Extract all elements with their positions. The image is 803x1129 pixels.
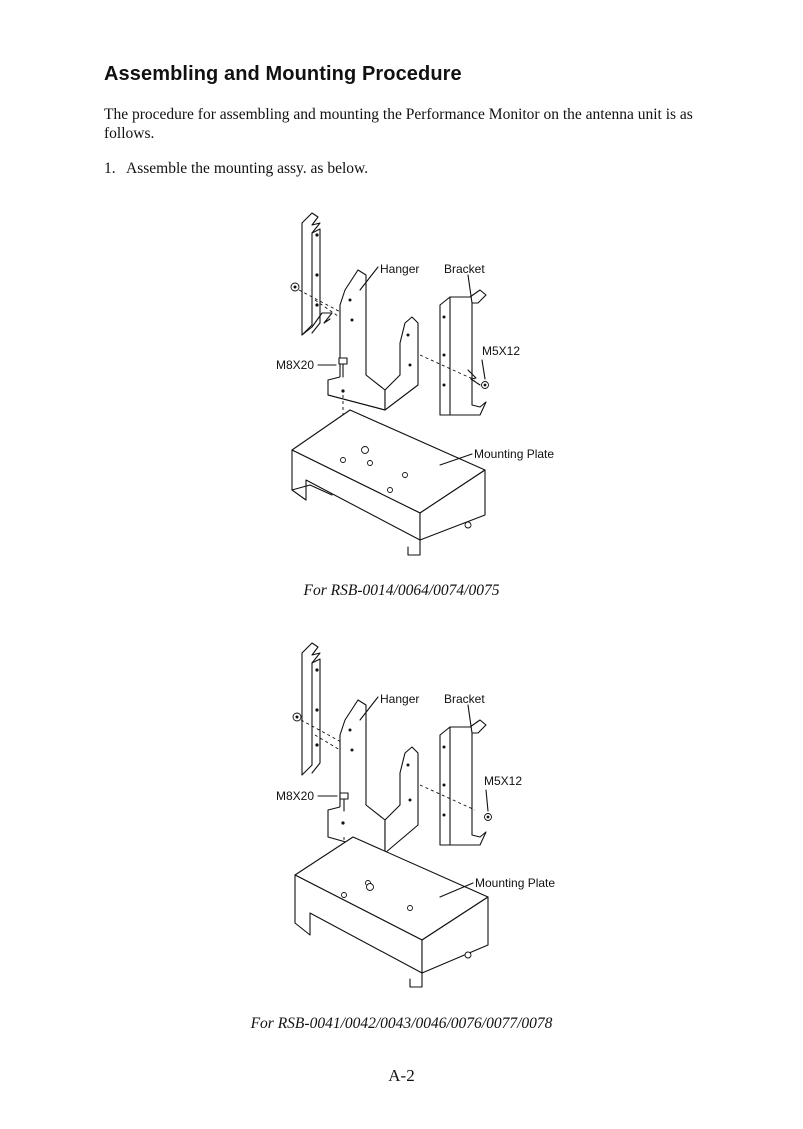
bolt-small-leader [481, 359, 486, 380]
hanger-drawing [327, 699, 419, 854]
page-number: A-2 [388, 1066, 415, 1085]
label-bracket: Bracket [444, 262, 485, 276]
figure-caption-2: For RSB-0041/0042/0043/0046/0076/0077/00… [250, 1015, 553, 1032]
label-bolt-large: M8X20 [276, 358, 314, 372]
step-number: 1. [104, 160, 116, 177]
label-bracket: Bracket [444, 692, 485, 706]
section-heading: Assembling and Mounting Procedure [104, 63, 462, 85]
antenna-bracket-drawing [301, 212, 333, 336]
plate-leader [439, 453, 473, 466]
label-bolt-small: M5X12 [484, 774, 522, 788]
hanger-leader [359, 696, 379, 721]
assembly-diagram-1: Hanger Bracket M8X20 M5X12 Mounting Plat… [240, 195, 580, 570]
mounting-plate-drawing [294, 836, 489, 988]
assembly-drawing-1: Hanger Bracket M8X20 M5X12 Mounting Plat… [276, 212, 554, 556]
label-bolt-small: M5X12 [482, 344, 520, 358]
hanger-drawing [327, 269, 419, 411]
step-text: Assemble the mounting assy. as below. [126, 160, 369, 177]
label-bolt-large: M8X20 [276, 789, 314, 803]
screw-right [484, 813, 492, 821]
label-hanger: Hanger [380, 692, 419, 706]
bracket-leader [467, 274, 473, 304]
hanger-leader [359, 266, 379, 291]
intro-paragraph: The procedure for assembling and mountin… [104, 106, 693, 142]
step-1: 1. Assemble the mounting assy. as below. [104, 160, 368, 178]
figure-caption-1: For RSB-0014/0064/0074/0075 [303, 582, 500, 599]
label-plate: Mounting Plate [475, 876, 555, 890]
plate-leader [439, 882, 474, 898]
callout-labels: Hanger Bracket M8X20 M5X12 Mounting Plat… [276, 262, 554, 466]
right-bracket-drawing [419, 719, 487, 846]
right-bracket-drawing [419, 289, 487, 416]
label-hanger: Hanger [380, 262, 419, 276]
screw-right [467, 369, 489, 389]
bolt-small-leader [485, 789, 489, 812]
assembly-drawing-2: Hanger Bracket M8X20 M5X12 Mounting Plat… [276, 642, 555, 988]
antenna-bracket-drawing [301, 642, 321, 776]
mounting-plate-drawing [291, 409, 486, 556]
bracket-leader [467, 704, 473, 734]
label-plate: Mounting Plate [474, 447, 554, 461]
assembly-diagram-2: Hanger Bracket M8X20 M5X12 Mounting Plat… [240, 625, 580, 1000]
callout-labels: Hanger Bracket M8X20 M5X12 Mounting Plat… [276, 692, 555, 898]
